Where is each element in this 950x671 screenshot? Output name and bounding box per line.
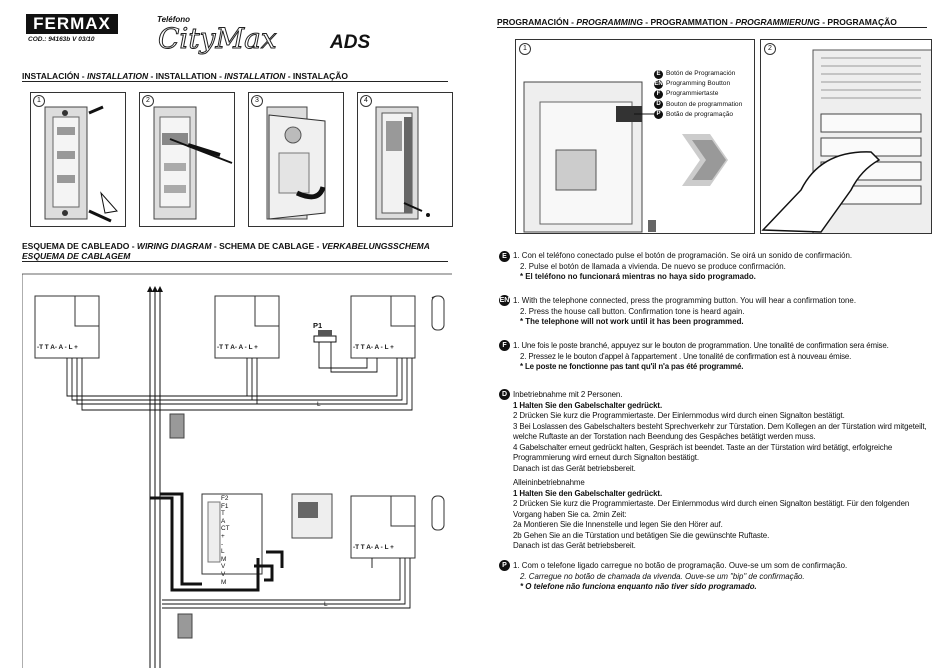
door-panel-press-illustration (761, 49, 931, 233)
lang-badge-pt: P (499, 560, 510, 571)
step-number: 2 (142, 95, 154, 107)
instructions-en: 1. With the telephone connected, press t… (513, 296, 857, 326)
install-step-2: 2 (139, 92, 235, 227)
lang-badge: D (654, 100, 663, 110)
unit2-terminals: -T T A- A - L + (217, 344, 258, 351)
install-step-1: 1 (30, 92, 126, 227)
install-step-4: 4 (357, 92, 453, 227)
instructions-de: Inbetriebnahme mit 2 Personen. 1 Halten … (513, 390, 927, 550)
cable-connection-illustration (153, 106, 233, 220)
lang-badge-es: E (499, 251, 510, 262)
step-number: 2 (764, 43, 776, 55)
arrow-icon (682, 134, 728, 186)
lang-badge: F (654, 90, 663, 99)
step-number: 1 (33, 95, 45, 107)
wiring-diagram (22, 273, 452, 668)
install-step-3: 3 (248, 92, 344, 227)
programming-title: PROGRAMACIÓN - PROGRAMMING - PROGRAMMATI… (497, 17, 897, 27)
wiring-title-line2: ESQUEMA DE CABLAGEM (22, 251, 131, 261)
lang-badge: E (654, 69, 663, 79)
module-terminal-labels: F2 F1 T A CT + - L M V V M (221, 495, 230, 586)
bus-label-l-lower: L (324, 601, 328, 608)
product-code: COD.: 94163b V 03/10 (28, 36, 95, 43)
telefono-label: Teléfono (157, 15, 191, 24)
instructions-es: 1. Con el teléfono conectado pulse el bo… (513, 251, 853, 281)
wall-bracket-screwing-illustration (44, 105, 118, 223)
programming-rule (497, 27, 927, 28)
lang-badge-fr: F (499, 340, 510, 351)
wiring-rule (22, 261, 448, 262)
bus-label-l: L (317, 401, 321, 408)
fermax-logo: FERMAX (26, 14, 118, 34)
instructions-fr: 1. Une fois le poste branché, appuyez su… (513, 341, 889, 371)
installation-title: INSTALACIÓN - INSTALLATION - INSTALLATIO… (22, 71, 349, 81)
program-step-2: 2 (760, 39, 932, 234)
unit4-terminals: -T T A- A - L + (353, 544, 394, 551)
instructions-pt: 1. Com o telefone ligado carregue no bot… (513, 561, 848, 591)
step-number: 3 (251, 95, 263, 107)
lang-badge-de: D (499, 389, 510, 400)
unit3-terminals: -T T A- A - L + (353, 344, 394, 351)
unit1-terminals: -T T A- A - L + (37, 344, 78, 351)
step-number: 1 (519, 43, 531, 55)
lang-badge: EN (654, 79, 663, 89)
step-number: 4 (360, 95, 372, 107)
lang-badge-en: EN (499, 295, 510, 306)
mount-handset-illustration (266, 106, 326, 220)
p1-button-label: P1 (313, 321, 323, 330)
model-logo: CityMax (158, 22, 278, 56)
wiring-title-line1: ESQUEMA DE CABLEADO - WIRING DIAGRAM - S… (22, 241, 430, 251)
lang-badge: P (654, 110, 663, 120)
telephone-open-illustration (523, 81, 656, 233)
finished-telephone-illustration (375, 106, 430, 220)
model-suffix: ADS (330, 32, 371, 53)
installation-rule (22, 81, 448, 82)
